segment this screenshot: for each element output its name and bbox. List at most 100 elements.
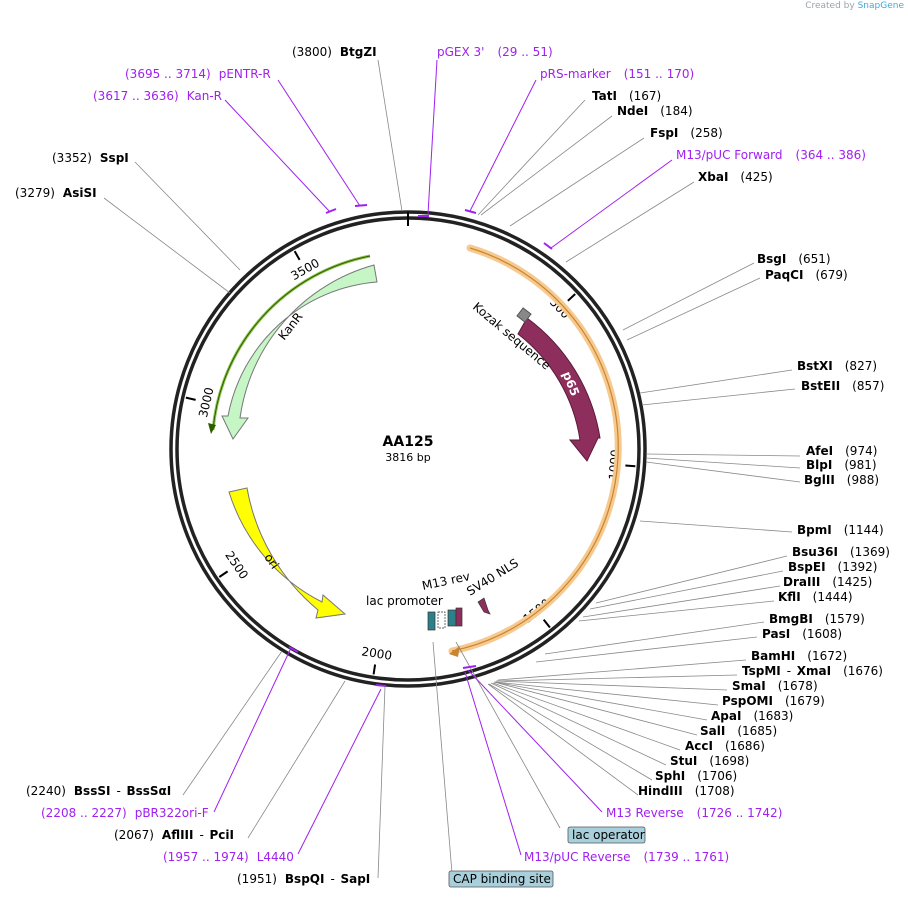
primer-site: M13 Reverse (1726 .. 1742) [606, 806, 782, 820]
tick-mark [185, 396, 196, 401]
enzyme-name: SphI [655, 769, 685, 783]
enzyme-position: (3279) [15, 186, 55, 200]
enzyme-name: BssSαI [126, 784, 171, 798]
enzyme-position: (857) [852, 379, 884, 393]
enzyme-site: BspEI(1392) [788, 560, 877, 574]
enzyme-name: PaqCI [765, 268, 803, 282]
primer-site: (2208 .. 2227)pBR322ori-F [41, 806, 209, 820]
snapgene-logo: SnapGene [857, 1, 904, 11]
enzyme-position: (1672) [807, 649, 847, 663]
snapgene-credit: Created by SnapGene [805, 1, 904, 11]
enzyme-position: (1679) [785, 694, 825, 708]
enzyme-position: (1369) [850, 545, 890, 559]
primer-name: M13 Reverse [606, 806, 684, 820]
enzyme-site: StuI(1698) [670, 754, 749, 768]
lac-operator-box: lac operator [567, 826, 646, 844]
primer-range: (1726 .. 1742) [697, 806, 783, 820]
enzyme-name: PasI [762, 627, 790, 641]
primer-range: (2208 .. 2227) [41, 806, 127, 820]
enzyme-site: PspOMI (1679) [722, 694, 825, 708]
enzyme-name: FspI [650, 126, 678, 140]
enzyme-name: ApaI [711, 709, 741, 723]
enzyme-site: XbaI(425) [698, 170, 773, 184]
enzyme-site: BmgBI(1579) [769, 612, 865, 626]
enzyme-site: SphI(1706) [655, 769, 737, 783]
enzyme-position: (167) [629, 89, 661, 103]
enzyme-labels: (3800)BtgZITatI(167)NdeI(184)FspI(258)Xb… [15, 45, 890, 886]
primer-site: pGEX 3'(29 .. 51) [437, 45, 553, 59]
enzyme-position: (1608) [802, 627, 842, 641]
enzyme-site: FspI(258) [650, 126, 723, 140]
tick-mark [218, 570, 229, 578]
enzyme-separator: - [787, 664, 791, 678]
primer-name: pENTR-R [219, 67, 271, 81]
lac-operator-label: lac operator [572, 828, 645, 842]
enzyme-site: BglII(988) [804, 473, 879, 487]
credit-prefix: Created by [805, 1, 855, 11]
enzyme-connectors [103, 59, 801, 879]
enzyme-name: PciI [209, 828, 234, 842]
primer-range: (151 .. 170) [624, 67, 694, 81]
primer-name: Kan-R [187, 89, 222, 103]
enzyme-position: (1708) [695, 784, 735, 798]
enzyme-name: AfeI [806, 444, 833, 458]
enzyme-name: HindIII [638, 784, 683, 798]
enzyme-site: SalI(1685) [700, 724, 777, 738]
enzyme-site: (2067)AflIII-PciI [114, 828, 234, 842]
primer-range: (1957 .. 1974) [163, 850, 249, 864]
enzyme-position: (3352) [52, 151, 92, 165]
kanr-highlight-head [208, 423, 216, 434]
enzyme-position: (974) [845, 444, 877, 458]
enzyme-site: PasI (1608) [762, 627, 842, 641]
primer-range: (1739 .. 1761) [644, 850, 730, 864]
lac-operator-marker [437, 611, 446, 629]
enzyme-position: (651) [798, 252, 830, 266]
enzyme-name: TspMI [742, 664, 781, 678]
m13-rev-marker [447, 609, 457, 627]
primer-connectors [213, 59, 673, 856]
primer-site: (1957 .. 1974)L4440 [163, 850, 294, 864]
feature-p65-highlight [448, 244, 622, 657]
enzyme-position: (1698) [709, 754, 749, 768]
tick-mark [293, 250, 301, 261]
enzyme-name: AsiSI [63, 186, 97, 200]
enzyme-site: NdeI(184) [617, 104, 693, 118]
enzyme-position: (679) [815, 268, 847, 282]
enzyme-name: BglII [804, 473, 835, 487]
enzyme-site: ApaI (1683) [711, 709, 793, 723]
feature-p65-arrow [517, 317, 601, 462]
primer-site: M13/pUC Forward(364 .. 386) [676, 148, 866, 162]
tick-label: 3500 [288, 256, 321, 283]
enzyme-position: (1676) [843, 664, 883, 678]
enzyme-name: SapI [340, 872, 370, 886]
enzyme-position: (1144) [844, 523, 884, 537]
enzyme-site: BstXI(827) [797, 359, 877, 373]
enzyme-site: (3279) AsiSI [15, 186, 97, 200]
primer-range: (3695 .. 3714) [125, 67, 211, 81]
enzyme-name: PspOMI [722, 694, 773, 708]
primer-labels: pGEX 3'(29 .. 51)pRS-marker(151 .. 170)M… [41, 45, 866, 864]
enzyme-site: HindIII (1708) [638, 784, 735, 798]
enzyme-position: (1579) [825, 612, 865, 626]
enzyme-name: AflIII [162, 828, 194, 842]
cap-binding-site-label: CAP binding site [453, 872, 551, 886]
enzyme-site: BlpI(981) [806, 458, 877, 472]
enzyme-site: BstEII(857) [801, 379, 884, 393]
enzyme-site: BamHI (1672) [751, 649, 847, 663]
enzyme-position: (1678) [778, 679, 818, 693]
enzyme-position: (1685) [737, 724, 777, 738]
enzyme-position: (1444) [813, 590, 853, 604]
enzyme-position: (1683) [753, 709, 793, 723]
plasmid-name: AA125 [383, 434, 434, 450]
enzyme-position: (184) [660, 104, 692, 118]
enzyme-site: TatI(167) [592, 89, 661, 103]
enzyme-site: DraIII(1425) [783, 575, 872, 589]
enzyme-position: (2067) [114, 828, 154, 842]
enzyme-name: SmaI [732, 679, 766, 693]
enzyme-position: (425) [740, 170, 772, 184]
enzyme-name: BamHI [751, 649, 795, 663]
tick-label: 2000 [361, 644, 393, 662]
kozak-marker [516, 307, 532, 323]
tick-label: 3000 [196, 386, 217, 419]
enzyme-position: (1686) [725, 739, 765, 753]
